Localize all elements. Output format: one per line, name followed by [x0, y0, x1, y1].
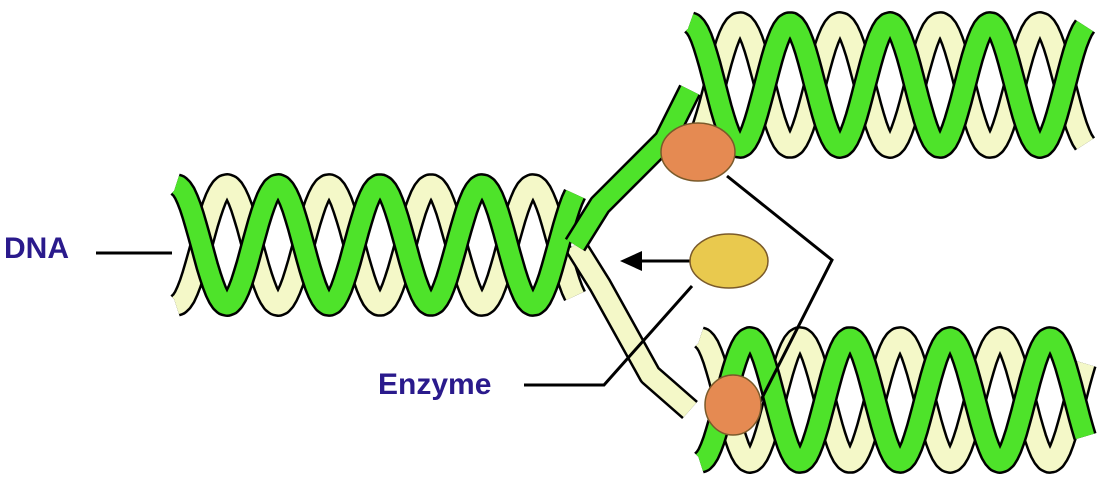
green-strands-layer	[176, 23, 1085, 462]
dna-label: DNA	[4, 234, 69, 264]
upper-orange-enzyme	[661, 123, 735, 181]
enzyme-label: Enzyme	[378, 370, 491, 400]
direction-arrow-head	[620, 251, 642, 271]
yellow-enzyme	[690, 234, 768, 288]
lower-orange-enzyme	[705, 375, 761, 435]
